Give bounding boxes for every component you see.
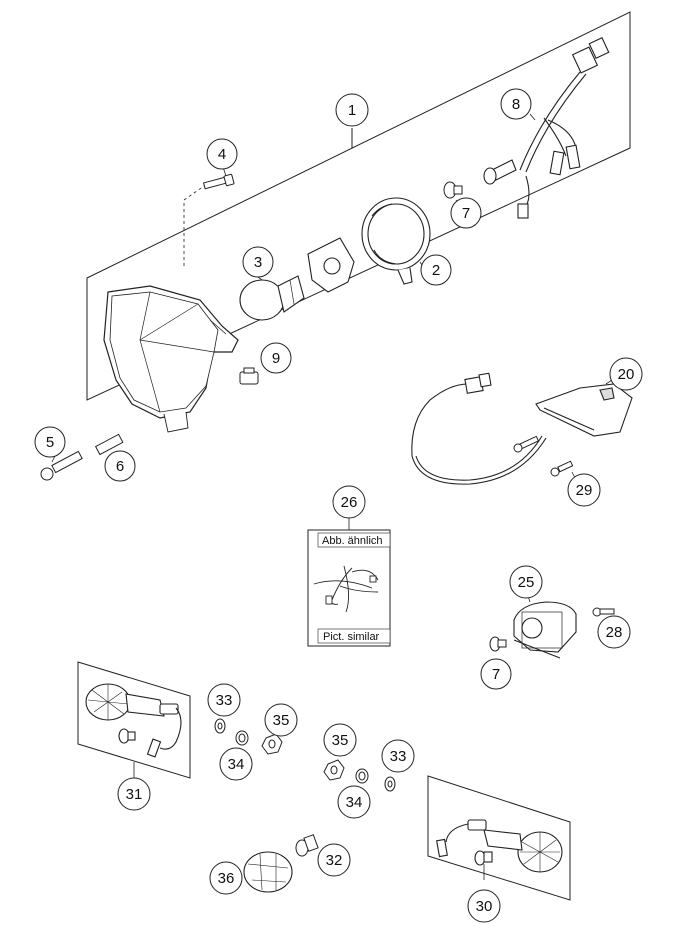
callout-35-right-label: 35 [332, 732, 349, 749]
license-plate-light-icon [513, 601, 577, 659]
bolt-icon [202, 173, 235, 190]
bulb-retainer-icon [307, 237, 355, 293]
bolt-long-icon [40, 450, 83, 481]
callout-28-label: 28 [606, 624, 623, 641]
turn-signal-icon [85, 683, 182, 758]
callout-36: 36 [209, 861, 243, 895]
callout-28: 28 [597, 615, 631, 649]
nut-icon [323, 759, 345, 781]
callout-34-left: 34 [219, 747, 253, 781]
callout-35-left-label: 35 [273, 712, 290, 729]
callout-9: 9 [260, 342, 292, 374]
callout-34-right-label: 34 [346, 794, 363, 811]
callout-7-lower-label: 7 [492, 666, 500, 683]
washer-icon [214, 718, 226, 734]
callout-8: 8 [500, 88, 532, 120]
callout-32-label: 32 [326, 852, 343, 869]
callout-4-label: 4 [218, 146, 226, 163]
callout-35-left: 35 [264, 703, 298, 737]
callout-8-label: 8 [512, 96, 520, 113]
front-indicator-left-frame [77, 661, 191, 779]
callout-30: 30 [467, 889, 501, 923]
spacer-sleeve-icon [94, 433, 124, 456]
callout-33-left-label: 33 [216, 692, 233, 709]
turn-signal-icon [436, 819, 563, 873]
parking-bulb-icon [443, 181, 463, 199]
callout-3-label: 3 [254, 254, 262, 271]
callout-30-label: 30 [476, 898, 493, 915]
callout-9-label: 9 [272, 350, 280, 367]
taillight-icon [411, 372, 633, 485]
callout-4: 4 [206, 138, 238, 170]
headlight-housing [103, 285, 239, 433]
callout-7-upper: 7 [450, 197, 482, 229]
callout-25: 25 [509, 565, 543, 599]
callout-3: 3 [242, 246, 274, 278]
bolt-leader-line [183, 185, 205, 266]
callout-34-right: 34 [337, 785, 371, 819]
callout-33-right-label: 33 [390, 748, 407, 765]
callout-26: 26 [332, 485, 366, 519]
screw-icon [513, 435, 574, 477]
headlight-assembly-frame [86, 11, 631, 401]
callout-31-label: 31 [126, 786, 143, 803]
callout-20-label: 20 [618, 366, 635, 383]
callout-6-label: 6 [116, 458, 124, 475]
callout-34-left-label: 34 [228, 756, 245, 773]
headlight-bulb-icon [239, 275, 305, 321]
front-indicator-right-frame [427, 775, 571, 901]
screw-icon [592, 607, 615, 617]
callout-5: 5 [34, 426, 66, 458]
lock-washer-icon [355, 768, 369, 784]
indicator-bulb-icon [295, 834, 319, 857]
callout-33-left: 33 [207, 683, 241, 717]
callout-25-label: 25 [518, 574, 535, 591]
harness-box-top-label: Abb. ähnlich [322, 535, 383, 547]
callout-7-upper-label: 7 [462, 205, 470, 222]
callout-35-right: 35 [323, 723, 357, 757]
callout-33-right: 33 [381, 739, 415, 773]
callout-5-label: 5 [46, 434, 54, 451]
callout-1: 1 [335, 93, 369, 127]
rubber-boot-icon [361, 197, 431, 285]
headlight-wiring-harness-icon [483, 37, 610, 219]
washer-icon [384, 776, 396, 792]
callout-2-label: 2 [432, 262, 440, 279]
callout-1-label: 1 [348, 102, 356, 119]
harness-box-bottom-label: Pict. similar [323, 631, 380, 643]
callout-7-lower: 7 [480, 658, 512, 690]
callout-26-label: 26 [341, 494, 358, 511]
harness-inset-box [307, 518, 391, 647]
callout-29-label: 29 [576, 482, 593, 499]
callout-2: 2 [420, 254, 452, 286]
callout-36-label: 36 [218, 870, 235, 887]
callout-6: 6 [104, 450, 136, 482]
lock-washer-icon [235, 730, 249, 746]
callout-29: 29 [567, 473, 601, 507]
nut-icon [261, 733, 283, 755]
callout-32: 32 [317, 843, 351, 877]
parking-bulb-icon [489, 636, 507, 652]
socket-icon [239, 367, 259, 385]
callout-20: 20 [609, 357, 643, 391]
callout-31: 31 [117, 777, 151, 811]
indicator-lens-icon [243, 851, 293, 893]
